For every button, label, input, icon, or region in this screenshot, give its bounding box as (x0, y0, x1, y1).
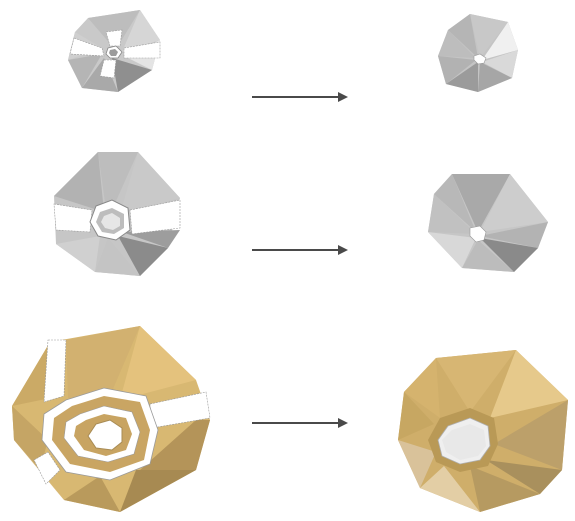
row-small (68, 10, 518, 102)
row-medium (53, 152, 548, 276)
row-large (12, 326, 568, 512)
medium-exploded-shell (53, 152, 181, 276)
large-exploded-shell (12, 326, 211, 512)
small-exploded-shell (68, 10, 161, 92)
small-assembled-shell (438, 14, 518, 92)
large-assembled-shell (398, 350, 568, 512)
medium-assembled-shell (428, 174, 548, 272)
